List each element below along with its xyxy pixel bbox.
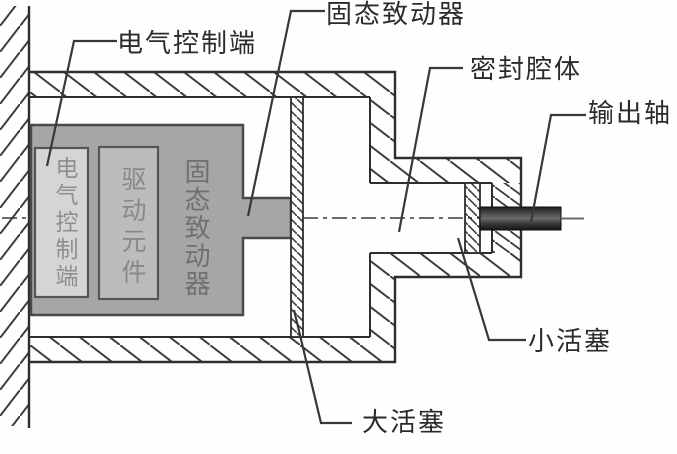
output-shaft (479, 206, 562, 231)
label-drive-element: 驱动元件 (118, 166, 147, 290)
callout-small-piston-label: 小活塞 (528, 327, 613, 357)
housing-bottom-wall (29, 337, 395, 362)
callout-output-shaft-label: 输出轴 (588, 99, 673, 129)
small-piston (464, 182, 481, 254)
control-terminal-box (33, 146, 90, 299)
callout-large-piston-label: 大活塞 (362, 408, 447, 438)
leader-small-piston (456, 237, 526, 342)
small-bore-bottom-wall (395, 253, 521, 277)
leader-electrical-control (45, 39, 117, 167)
drive-element-box (97, 145, 160, 301)
label-solid-state-actuator: 固态致动器 (180, 158, 210, 298)
fixed-wall-hatch (0, 6, 29, 426)
housing-step-wall-bottom (370, 253, 395, 337)
leader-output-shaft (529, 113, 586, 223)
housing-top-wall (29, 72, 395, 97)
leader-lines (45, 9, 586, 425)
leader-sealed-cavity (397, 66, 463, 233)
leader-solid-state-actuator (246, 9, 325, 217)
callout-electrical-control-label: 电气控制端 (117, 29, 258, 59)
label-control-terminal: 电气控制端 (51, 156, 77, 291)
leader-large-piston (292, 309, 352, 425)
large-piston (290, 96, 304, 338)
callout-sealed-cavity-label: 密封腔体 (470, 55, 583, 85)
small-bore-top-wall (395, 158, 521, 183)
callout-solid-state-actuator-label: 固态致动器 (326, 0, 467, 30)
housing-step-wall-top (370, 97, 395, 183)
